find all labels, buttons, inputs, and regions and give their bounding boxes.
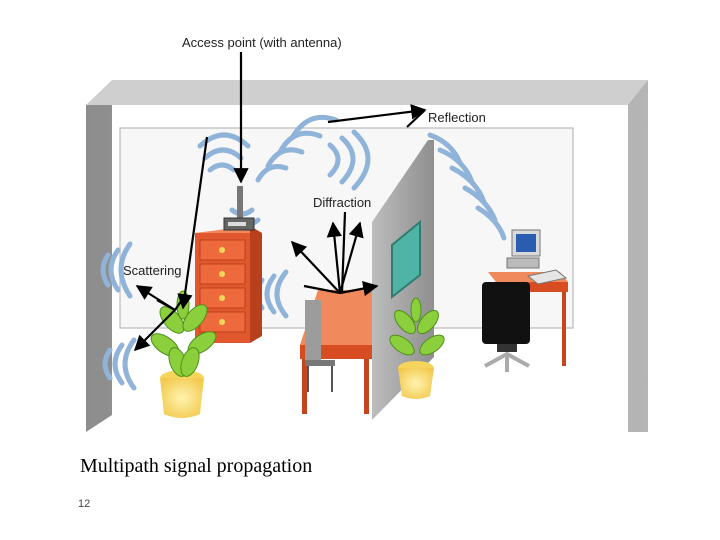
- label-diffraction: Diffraction: [313, 195, 371, 210]
- arrows: [133, 52, 427, 352]
- label-reflection: Reflection: [428, 110, 486, 125]
- caption: Multipath signal propagation: [80, 455, 313, 477]
- plant-left: [150, 290, 217, 418]
- table: [300, 290, 372, 414]
- filing-cabinet: [195, 226, 262, 343]
- access-point: [223, 186, 255, 231]
- page-number: 12: [78, 498, 91, 510]
- plant-right: [389, 297, 445, 399]
- partition: [372, 140, 434, 420]
- label-access-point: Access point (with antenna): [182, 35, 342, 50]
- label-scattering: Scattering: [123, 263, 182, 278]
- desk-computer: [482, 229, 568, 372]
